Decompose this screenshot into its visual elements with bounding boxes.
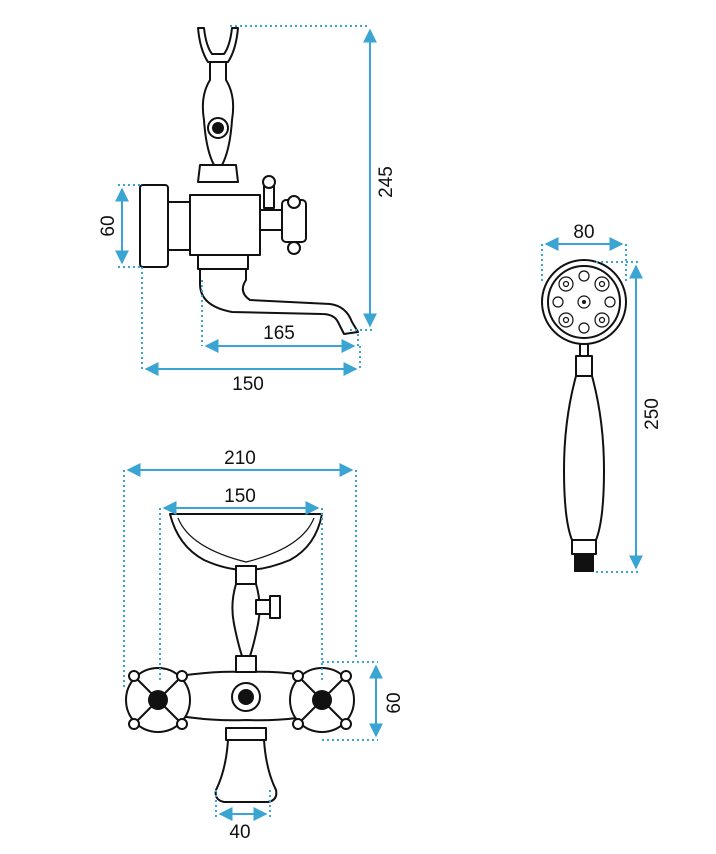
cradle-fork xyxy=(197,27,239,63)
lever-post xyxy=(263,185,275,209)
left-cross-handle xyxy=(128,670,188,730)
front-flange-label: 60 xyxy=(384,692,405,713)
handle-stem xyxy=(259,209,283,231)
diverter-stem xyxy=(255,599,271,615)
length-label: 250 xyxy=(642,398,663,430)
front-column xyxy=(231,583,261,657)
height-label: 245 xyxy=(376,166,397,198)
depth-label: 150 xyxy=(232,374,264,395)
spout-width-label: 40 xyxy=(229,822,250,843)
right-cross-handle xyxy=(292,670,352,730)
center-ring-inner xyxy=(238,689,254,705)
shower-handle xyxy=(563,375,605,541)
hand-shower xyxy=(541,259,627,572)
upper-column xyxy=(201,61,235,166)
spout xyxy=(199,268,359,335)
top-nut xyxy=(235,655,257,673)
head-width-label: 80 xyxy=(573,222,594,243)
spray-nozzles xyxy=(552,270,616,334)
front-view xyxy=(125,513,355,803)
cradle-label: 150 xyxy=(224,486,256,507)
front-spout xyxy=(214,739,278,803)
spout-label: 165 xyxy=(263,323,295,344)
mixer-body xyxy=(189,194,261,256)
shower-collar xyxy=(575,355,593,377)
hand-shower-dimensions: 80 250 xyxy=(541,222,663,573)
width-label: 210 xyxy=(224,448,256,469)
wall-flange xyxy=(139,184,169,268)
body-bottom-nut xyxy=(197,254,249,270)
cradle-holder xyxy=(235,565,257,585)
flange-label: 60 xyxy=(98,215,119,236)
side-dimensions: 245 60 165 150 xyxy=(98,25,397,395)
hose-thread xyxy=(574,554,594,572)
handle-ring xyxy=(571,539,597,555)
column-ring-hole xyxy=(212,122,224,134)
front-spout-collar xyxy=(225,727,267,741)
flange-neck xyxy=(167,201,191,251)
lever-ball xyxy=(262,175,276,189)
diverter-nut xyxy=(197,164,239,183)
front-dimensions: 210 150 60 40 xyxy=(123,448,405,843)
side-view xyxy=(139,27,359,335)
diverter-knob xyxy=(269,595,281,619)
shower-neck xyxy=(579,343,589,357)
handle-bottom-ball xyxy=(287,241,301,255)
handle-top-ball xyxy=(287,195,301,209)
